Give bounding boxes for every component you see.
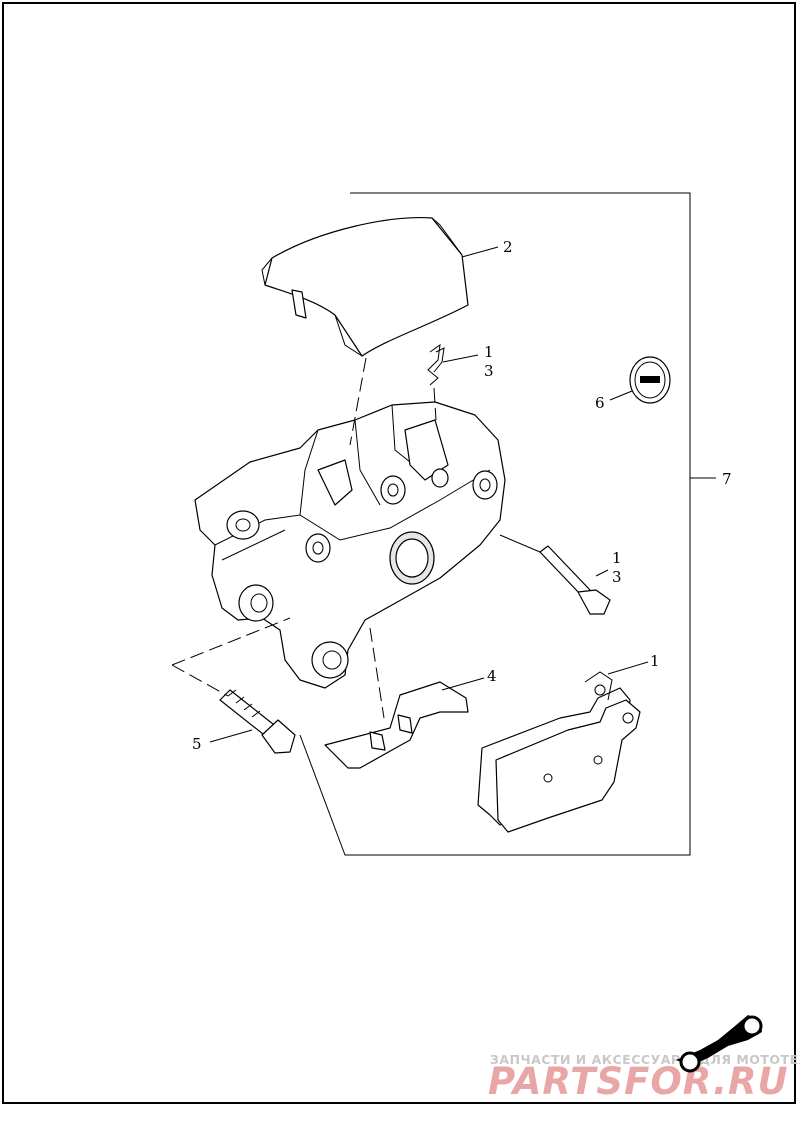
callout-7: 7	[722, 470, 732, 488]
assembly-dash-lines	[171, 357, 437, 719]
watermark-subtitle: ЗАПЧАСТИ И АКСЕССУАРЫ ДЛЯ МОТОТЕХНИКИ	[490, 1052, 800, 1067]
watermark-brand: PARTSFOR.RU	[488, 1060, 789, 1103]
watermark: ЗАПЧАСТИ И АКСЕССУАРЫ ДЛЯ МОТОТЕХНИКИ PA…	[488, 1015, 800, 1103]
kit-bracket-line	[299, 192, 716, 856]
drawing-frame	[2, 2, 796, 1104]
callout-6: 6	[595, 394, 605, 412]
callout-1-lower: 1	[650, 652, 660, 670]
mounting-bolt-illustration	[209, 689, 296, 754]
brake-caliper-illustration	[194, 401, 506, 689]
callout-3-middle: 3	[612, 568, 622, 586]
medallion-illustration	[609, 356, 671, 404]
callout-5: 5	[192, 735, 202, 753]
pad-spring-illustration	[324, 677, 485, 769]
callout-1-upper: 1	[484, 343, 494, 361]
pad-pin-illustration	[499, 534, 611, 615]
heat-shield-illustration	[261, 217, 469, 357]
callout-3-upper: 3	[484, 362, 494, 380]
callout-2: 2	[503, 238, 513, 256]
moto-logo-icon	[676, 1015, 763, 1073]
callout-4: 4	[487, 667, 497, 685]
pin-clip-illustration	[427, 343, 479, 386]
brake-pads-illustration	[477, 661, 649, 833]
callout-labels: 2 1 3 6 7 1 3 1 4 5	[192, 238, 732, 753]
callout-1-middle: 1	[612, 549, 622, 567]
